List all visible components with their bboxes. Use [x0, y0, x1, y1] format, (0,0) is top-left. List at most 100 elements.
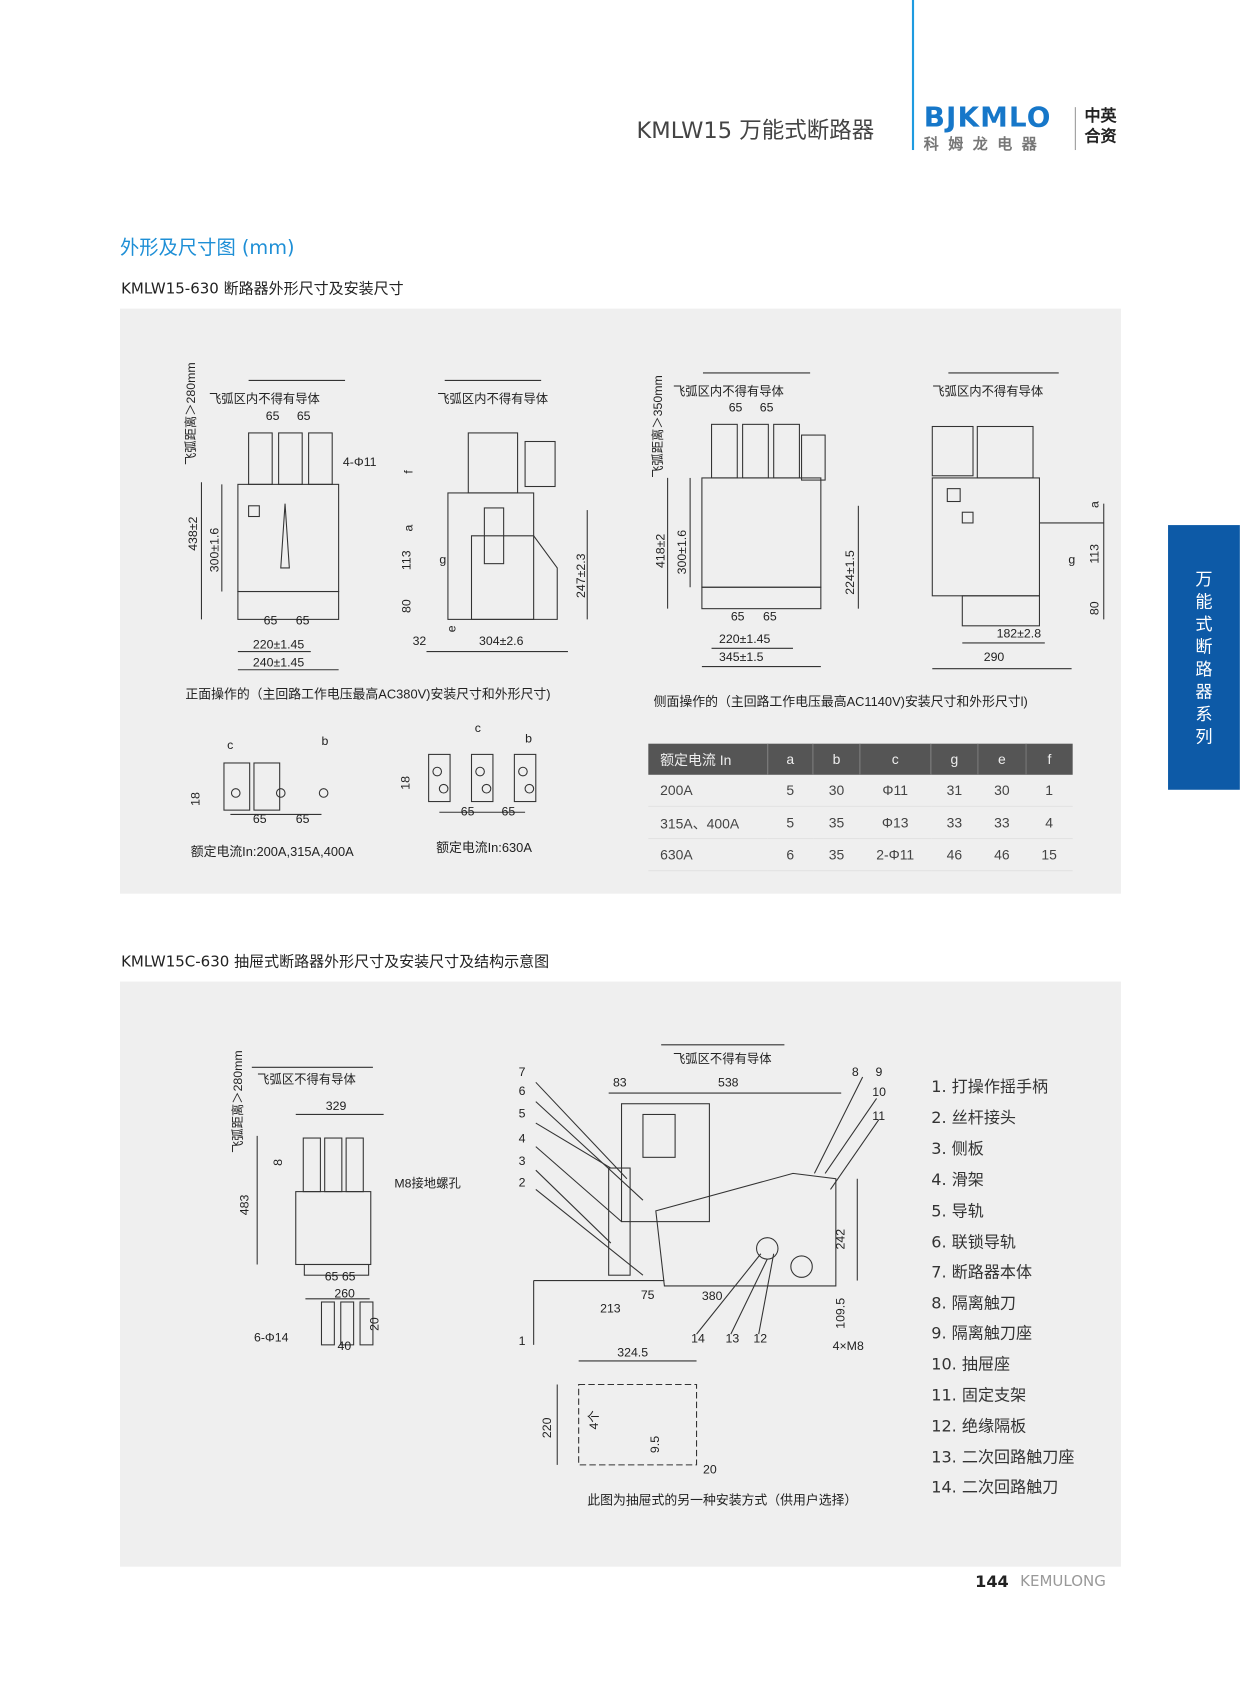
callout-2: 2 [518, 1176, 526, 1190]
table-cell: 33 [978, 806, 1026, 840]
callout-5: 5 [518, 1108, 526, 1121]
dim-label: 380 [701, 1290, 723, 1304]
col-header: f [1025, 743, 1073, 775]
dim-label: 65 [460, 805, 475, 819]
callout-12: 12 [753, 1333, 768, 1346]
dim-label: 65 [295, 615, 310, 628]
table-cell: 1 [1025, 774, 1073, 807]
dim-label: 8 [272, 1159, 286, 1166]
dim-label: 40 [337, 1340, 352, 1354]
table-cell: 6 [767, 838, 814, 872]
side-tab-char: 断 [1195, 636, 1213, 657]
header-divider [911, 0, 915, 151]
dim-label: 65 [252, 813, 267, 827]
dim-label: 324.5 [617, 1347, 649, 1360]
table-cell: 35 [813, 806, 860, 840]
dim-label: b [525, 732, 532, 746]
dim-label: 32 [412, 635, 427, 649]
dim-label: 220 [541, 1417, 555, 1439]
section-heading: 外形及尺寸图 (mm) [120, 236, 295, 260]
dim-label: c [227, 739, 234, 753]
col-header: b [813, 743, 861, 775]
dim-label: 65 [759, 401, 774, 415]
part-list-item: 13. 二次回路触刀座 [931, 1447, 1075, 1468]
callout-13: 13 [725, 1333, 740, 1346]
dim-label: g [1068, 554, 1076, 567]
table-cell: 15 [1025, 838, 1073, 872]
callout-4: 4 [518, 1132, 526, 1146]
part-list-item: 8. 隔离触刀 [931, 1293, 1016, 1313]
callout-11: 11 [872, 1110, 886, 1124]
callout-3: 3 [518, 1155, 526, 1169]
dim-label: 220±1.45 [252, 638, 305, 652]
table-cell: Φ13 [859, 806, 931, 840]
col-header: 额定电流 In [648, 743, 768, 775]
part-list-item: 11. 固定支架 [931, 1385, 1027, 1405]
dim-label: 65 [728, 401, 743, 415]
arc-zone-label: 飞弧区内不得有导体 [437, 393, 549, 407]
caption-front-operation: 正面操作的（主回路工作电压最高AC380V)安装尺寸和外形尺寸) [185, 686, 551, 702]
callout-14: 14 [691, 1333, 705, 1346]
panel-drawout-dimensions [120, 981, 1121, 1567]
table-header-row: 额定电流 In a b c g e f [648, 743, 1073, 775]
dim-label: 220±1.45 [719, 633, 771, 647]
table-cell: Φ11 [859, 774, 931, 807]
arc-zone-label: 飞弧区不得有导体 [672, 1053, 772, 1067]
table-cell: 5 [767, 774, 814, 807]
table-cell: 2-Φ11 [859, 838, 931, 872]
part-list-item: 2. 丝杆接头 [931, 1108, 1016, 1128]
callout-7: 7 [518, 1066, 526, 1080]
arc-zone-label: 飞弧区内不得有导体 [932, 385, 1044, 399]
dim-label: 75 [640, 1289, 655, 1302]
side-tab-char: 路 [1195, 659, 1213, 680]
dim-label: 182±2.8 [996, 627, 1042, 641]
table-cell: 33 [930, 806, 979, 840]
dim-label: 20 [368, 1317, 382, 1331]
table-cell: 46 [978, 838, 1026, 872]
dim-label: 240±1.45 [252, 656, 305, 670]
part-list-item: 10. 抽屉座 [931, 1354, 1011, 1374]
jv-badge: 中英 合资 [1084, 106, 1116, 147]
part-list-item: 3. 侧板 [931, 1139, 984, 1159]
table-cell: 30 [978, 774, 1026, 807]
caption-630a: 额定电流In:630A [436, 840, 532, 856]
dim-label: 9.5 [649, 1435, 663, 1454]
table-cell: 4 [1025, 806, 1073, 840]
part-list-item: 1. 打操作摇手柄 [931, 1076, 1049, 1097]
col-header: a [767, 743, 814, 775]
arc-zone-label: 飞弧区不得有导体 [257, 1073, 356, 1087]
dim-label: 65 [501, 805, 516, 819]
logo-divider [1074, 107, 1076, 151]
callout-6: 6 [518, 1085, 526, 1099]
page-number: 144 [975, 1572, 1009, 1592]
part-list-item: 9. 隔离触刀座 [931, 1323, 1033, 1343]
dim-label: 538 [717, 1076, 739, 1090]
table-cell: 31 [930, 774, 979, 807]
callout-9: 9 [875, 1066, 883, 1080]
caption-side-operation: 侧面操作的（主回路工作电压最高AC1140V)安装尺寸和外形尺寸l) [653, 694, 1028, 710]
callout-10: 10 [872, 1086, 886, 1100]
dim-label: 65 [263, 615, 278, 628]
caption-alt-install: 此图为抽屉式的另一种安装方式（供用户选择） [587, 1492, 858, 1508]
part-list-item: 14. 二次回路触刀 [931, 1477, 1059, 1498]
side-tab-char: 能 [1195, 591, 1213, 612]
dim-label: 242 [834, 1228, 848, 1250]
subtitle-630: KMLW15-630 断路器外形尺寸及安装尺寸 [121, 280, 404, 298]
dim-label: 65 [295, 813, 310, 827]
dim-label: 4-Φ11 [342, 456, 377, 470]
dim-label: 290 [983, 651, 1005, 665]
dim-label: b [321, 735, 329, 748]
table-cell: 30 [813, 774, 860, 807]
part-list-item: 6. 联锁导轨 [931, 1232, 1016, 1252]
dim-label: 65 [730, 610, 745, 624]
badge-line2: 合资 [1084, 126, 1117, 146]
dim-label: c [474, 722, 481, 736]
part-list-item: 7. 断路器本体 [931, 1262, 1033, 1282]
dim-label: 6-Φ14 [253, 1331, 289, 1345]
dim-label: g [439, 554, 447, 567]
brand-logo: BJKMLO 科 姆 龙 电 器 [924, 103, 1052, 154]
dim-label: 83 [612, 1076, 627, 1090]
